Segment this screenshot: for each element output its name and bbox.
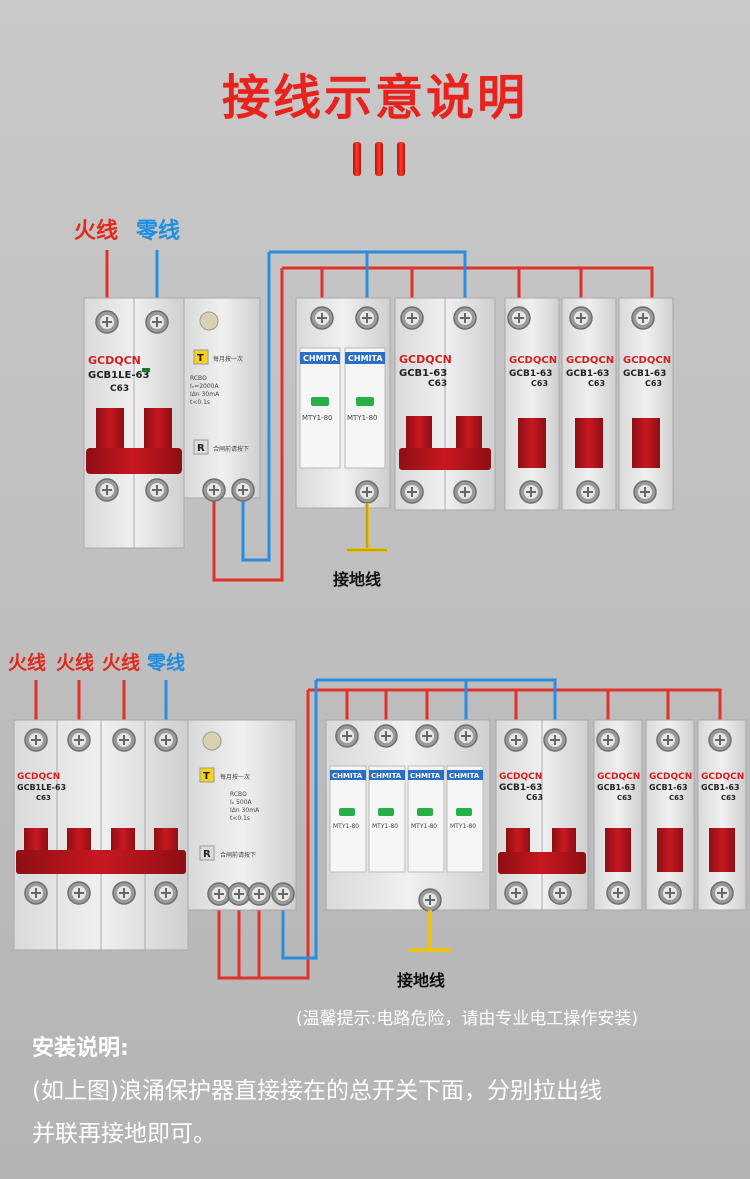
- spd-model: MTY1-80: [347, 414, 377, 422]
- breaker-1p-model: GCB1-63: [597, 783, 636, 792]
- breaker-1p-rating: C63: [531, 379, 548, 388]
- main-breaker-brand: GCDQCN: [88, 354, 141, 367]
- breaker-1p-brand: GCDQCN: [649, 772, 692, 782]
- breaker-2p-brand: GCDQCN: [399, 353, 452, 366]
- spd-brand: CHMITA: [303, 354, 338, 363]
- ground-wire-label: 接地线: [397, 971, 446, 990]
- reset-button: R: [203, 849, 211, 860]
- breaker-1p-rating: C63: [645, 379, 662, 388]
- rcbo-line1: Iₙ 500A: [230, 799, 253, 806]
- breaker-1p-rating: C63: [721, 794, 736, 802]
- live-wire-label: 火线: [102, 652, 141, 674]
- rcbo-reset-note: 合闸前请按下: [220, 851, 256, 859]
- breaker-1p-rating: C63: [669, 794, 684, 802]
- reset-button: R: [197, 443, 205, 454]
- breaker-1p-brand: GCDQCN: [623, 355, 671, 366]
- rcbo-name: RCBO: [190, 375, 207, 382]
- instructions-line-2: 并联再接地即可。: [32, 1121, 216, 1147]
- breaker-1p-brand: GCDQCN: [509, 355, 557, 366]
- breaker-2p-rating: C63: [526, 793, 543, 802]
- instructions-line-1: (如上图)浪涌保护器直接接在的总开关下面，分别拉出线: [32, 1078, 602, 1104]
- test-button: T: [203, 771, 210, 782]
- test-button: T: [197, 353, 204, 364]
- neutral-wire-label: 零线: [147, 652, 186, 674]
- breaker-2p-rating: C63: [428, 379, 447, 389]
- spd-brand: CHMITA: [348, 354, 383, 363]
- spd-brand: CHMITA: [371, 772, 402, 780]
- title-decoration: [353, 142, 413, 176]
- breaker-2p-model: GCB1-63: [499, 783, 542, 793]
- live-wire-label: 火线: [56, 652, 95, 674]
- breaker-1p-brand: GCDQCN: [566, 355, 614, 366]
- rcbo-name: RCBO: [230, 791, 247, 798]
- main-breaker-rating: C63: [36, 794, 51, 802]
- breaker-1p-rating: C63: [617, 794, 632, 802]
- live-wire-label: 火线: [8, 652, 47, 674]
- rcbo-test-note: 每月按一次: [213, 355, 243, 363]
- breaker-2p-model: GCB1-63: [399, 368, 447, 379]
- breaker-1p-model: GCB1-63: [509, 369, 552, 379]
- main-breaker-rating: C63: [110, 384, 129, 394]
- spd-model: MTY1-80: [372, 823, 398, 830]
- breaker-1p-rating: C63: [588, 379, 605, 388]
- rcbo-reset-note: 合闸前请按下: [213, 445, 249, 453]
- rcbo-line1: Iₙ=2000A: [190, 383, 219, 390]
- live-wire-label: 火线: [74, 219, 119, 244]
- rcbo-line3: t<0.1s: [230, 815, 250, 822]
- breaker-2p-brand: GCDQCN: [499, 772, 542, 782]
- spd-model: MTY1-80: [450, 823, 476, 830]
- spd-brand: CHMITA: [449, 772, 480, 780]
- page-title: 接线示意说明: [221, 70, 528, 126]
- ground-wire-label: 接地线: [333, 570, 382, 589]
- breaker-1p-model: GCB1-63: [701, 783, 740, 792]
- breaker-1p-model: GCB1-63: [566, 369, 609, 379]
- spd-model: MTY1-80: [302, 414, 332, 422]
- rcbo-line2: IΔn 30mA: [190, 391, 220, 398]
- spd-model: MTY1-80: [411, 823, 437, 830]
- spd-brand: CHMITA: [332, 772, 363, 780]
- rcbo-test-note: 每月按一次: [220, 773, 250, 781]
- main-breaker-model: GCB1LE-63: [88, 370, 149, 381]
- rcbo-line3: t<0.1s: [190, 399, 210, 406]
- spd-model: MTY1-80: [333, 823, 359, 830]
- breaker-1p-model: GCB1-63: [623, 369, 666, 379]
- safety-tip: (温馨提示:电路危险，请由专业电工操作安装): [296, 1009, 638, 1029]
- breaker-1p-brand: GCDQCN: [597, 772, 640, 782]
- spd-brand: CHMITA: [410, 772, 441, 780]
- breaker-1p-model: GCB1-63: [649, 783, 688, 792]
- rcbo-line2: IΔn 30mA: [230, 807, 260, 814]
- neutral-wire-label: 零线: [136, 219, 181, 244]
- main-breaker-brand: GCDQCN: [17, 772, 60, 782]
- instructions-heading: 安装说明:: [32, 1036, 129, 1061]
- main-breaker-model: GCB1LE-63: [17, 783, 66, 792]
- breaker-1p-brand: GCDQCN: [701, 772, 744, 782]
